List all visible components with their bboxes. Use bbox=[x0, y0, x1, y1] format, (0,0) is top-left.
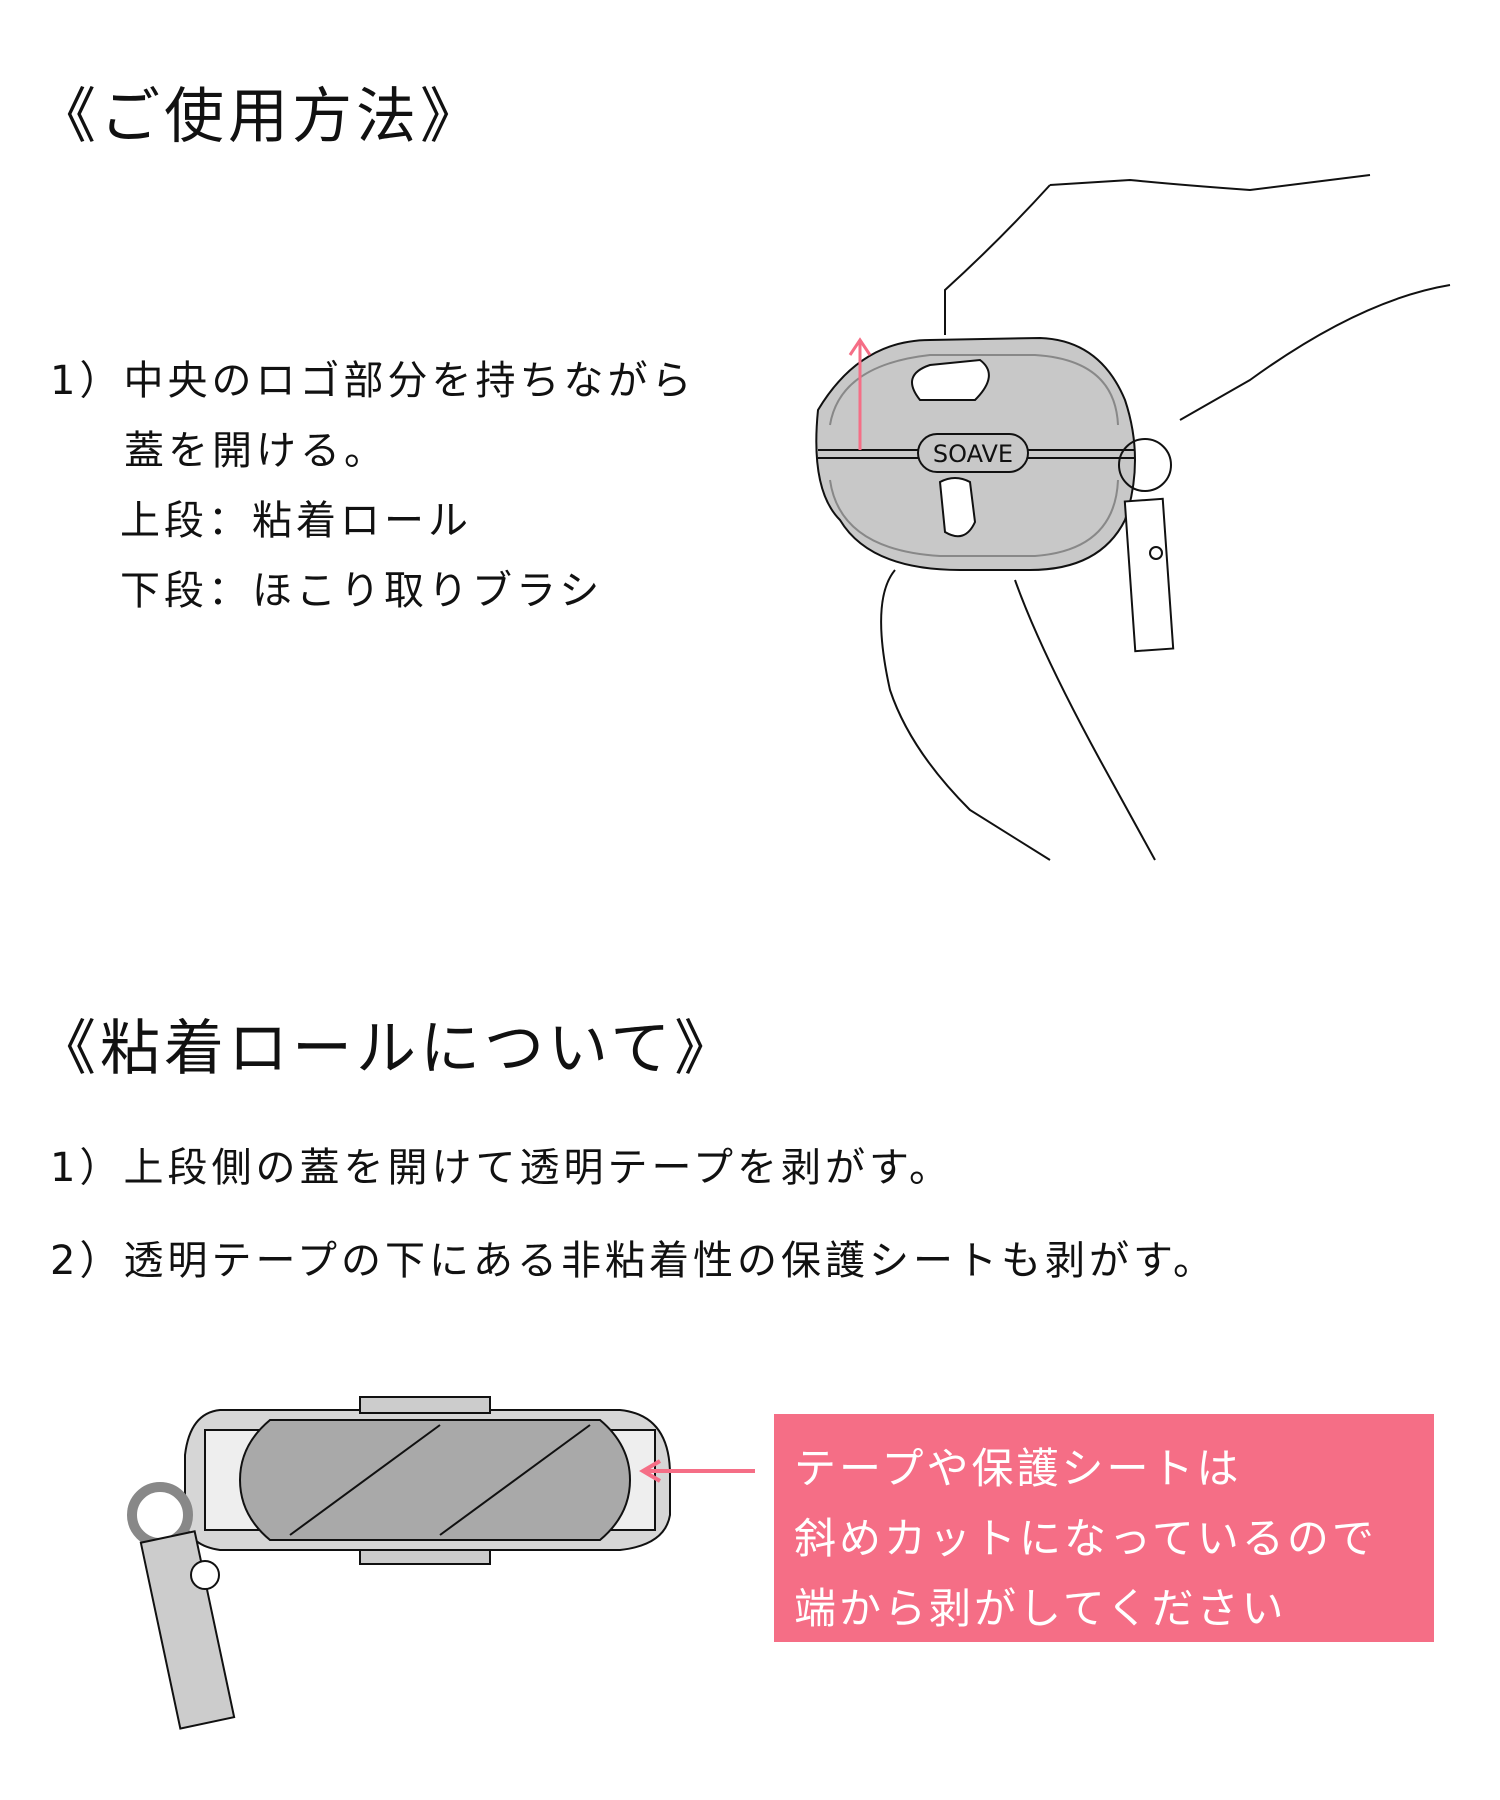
step-text: 蓋を開ける。 bbox=[124, 428, 388, 474]
step-text: 1）中央のロゴ部分を持ちながら bbox=[50, 358, 696, 404]
note-line: 斜めカットになっているので bbox=[794, 1514, 1377, 1563]
note-line: テープや保護シートは bbox=[794, 1444, 1242, 1493]
lower-tier-text: 下段：ほこり取りブラシ bbox=[120, 568, 604, 614]
tape-cut-note: テープや保護シートは 斜めカットになっているので 端から剥がしてください bbox=[774, 1414, 1434, 1642]
section-title-adhesive-roll: 《粘着ロールについて》 bbox=[36, 1014, 739, 1084]
note-line: 端から剥がしてください bbox=[794, 1584, 1287, 1633]
adhesive-roll-illustration bbox=[127, 1396, 755, 1730]
upper-tier-text: 上段：粘着ロール bbox=[120, 498, 472, 544]
soave-logo: SOAVE bbox=[933, 440, 1013, 468]
open-case-illustration: SOAVE bbox=[815, 174, 1451, 861]
step-text: 1）上段側の蓋を開けて透明テープを剥がす。 bbox=[50, 1145, 954, 1191]
section-title-usage: 《ご使用方法》 bbox=[36, 82, 484, 152]
step-text: 2）透明テープの下にある非粘着性の保護シートも剥がす。 bbox=[50, 1238, 1218, 1284]
